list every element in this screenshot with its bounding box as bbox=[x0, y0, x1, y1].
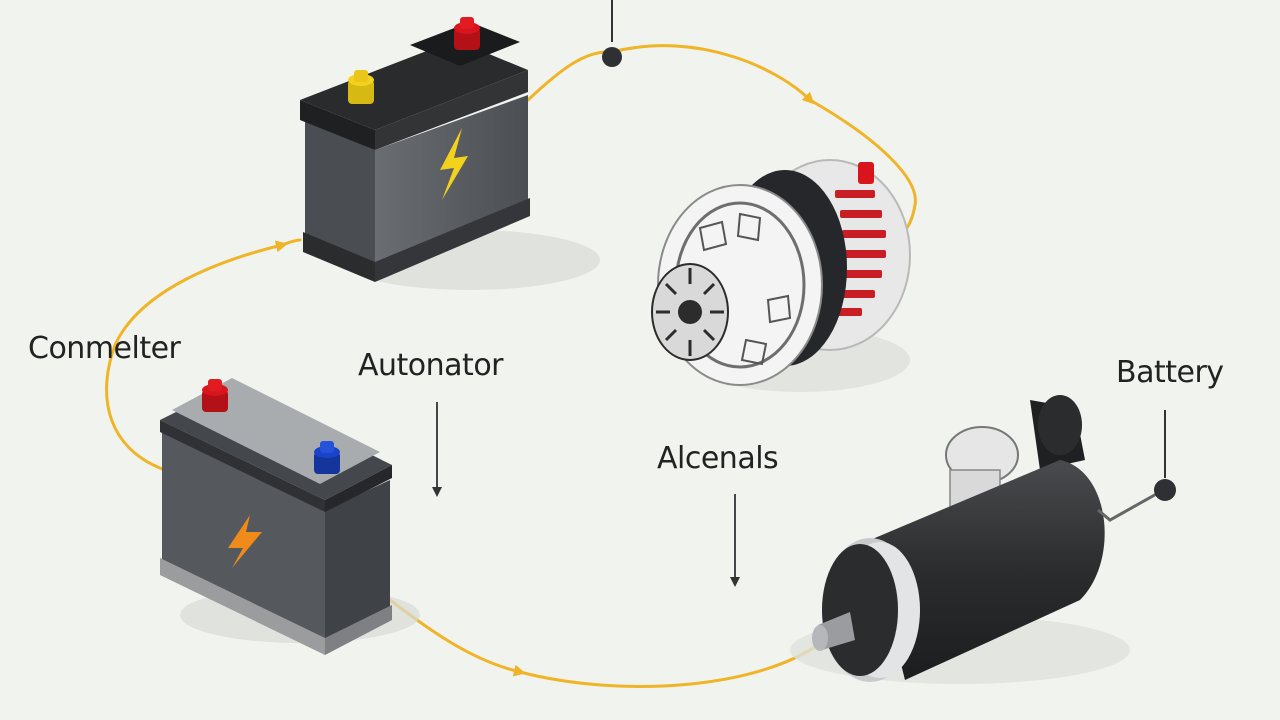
terminal-blue bbox=[314, 441, 340, 474]
label-alcenals: Alcenals bbox=[657, 441, 779, 476]
alternator-icon bbox=[651, 159, 911, 392]
wire-left-to-top bbox=[280, 238, 302, 247]
wire-node-top bbox=[602, 0, 622, 67]
label-autonator: Autonator bbox=[358, 348, 504, 383]
top-battery-icon bbox=[300, 17, 600, 290]
lightning-bolt-icon bbox=[440, 128, 468, 200]
lightning-bolt-icon bbox=[228, 515, 262, 568]
wire-node-to-alternator bbox=[610, 44, 815, 105]
bottom-battery-icon bbox=[160, 378, 420, 655]
wire-top-battery-to-node bbox=[526, 50, 614, 102]
wire-bottom-to-motor bbox=[518, 638, 827, 688]
label-battery: Battery bbox=[1116, 355, 1224, 390]
terminal-red-bottom bbox=[202, 379, 228, 412]
terminal-yellow bbox=[348, 70, 374, 104]
starter-motor-icon bbox=[790, 395, 1176, 684]
label-connector: Conmelter bbox=[28, 331, 181, 366]
wire-left-arc bbox=[105, 240, 288, 472]
terminal-red bbox=[454, 17, 480, 50]
leader-arrows bbox=[432, 402, 740, 587]
